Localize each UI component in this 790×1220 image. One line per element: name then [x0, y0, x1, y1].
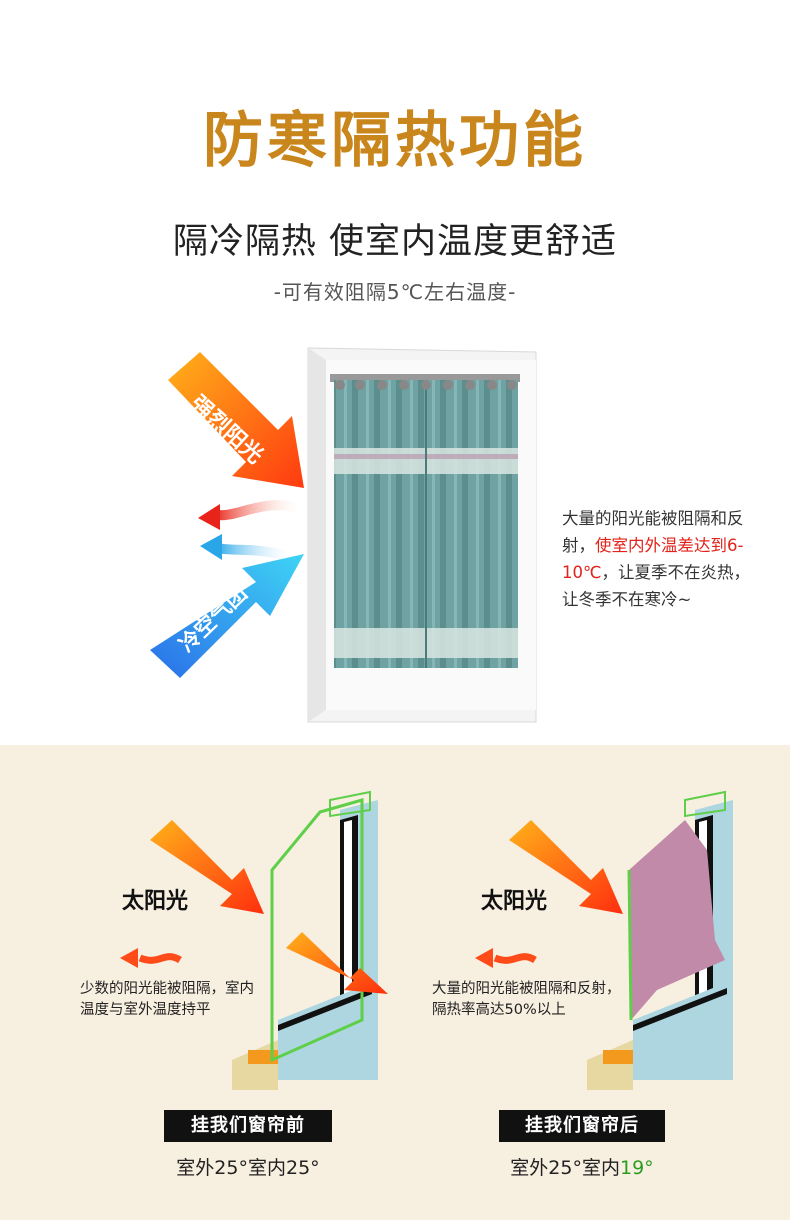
before-temperature: 室外25°室内25° — [176, 1157, 320, 1179]
before-window-illustration — [120, 790, 388, 1090]
pink-curtain — [629, 820, 725, 1020]
temp-difference-highlight: 使室内外温差达到6-10℃ — [562, 536, 744, 582]
before-tag: 挂我们窗帘前 — [164, 1110, 332, 1142]
after-temperature: 室外25°室内19° — [510, 1157, 654, 1179]
after-tag: 挂我们窗帘后 — [499, 1110, 665, 1142]
page-note: -可有效阻隔5℃左右温度- — [273, 280, 517, 304]
curtain-rings — [335, 380, 517, 390]
before-description: 少数的阳光能被阻隔，室内温度与室外温度持平 — [80, 981, 254, 1018]
insulation-description: 大量的阳光能被阻隔和反射，使室内外温差达到6-10℃，让夏季不在炎热，让冬季不在… — [562, 509, 751, 609]
before-sun-label: 太阳光 — [122, 889, 189, 914]
cold-air-arrow: 冷空气团 — [150, 554, 304, 678]
curtain-rod — [330, 374, 520, 382]
reflected-heat-arrow — [198, 500, 302, 530]
window-curtain-illustration: 强烈阳光 冷空气团 — [150, 347, 537, 723]
page-subtitle: 隔冷隔热 使室内温度更舒适 — [172, 222, 618, 262]
after-sun-label: 太阳光 — [481, 889, 548, 914]
reflected-cold-arrow — [200, 534, 294, 563]
strong-sunlight-arrow: 强烈阳光 — [168, 352, 304, 488]
after-indoor-temp: 19° — [620, 1157, 654, 1179]
after-window-illustration — [475, 790, 733, 1090]
page-title: 防寒隔热功能 — [203, 106, 587, 176]
after-description: 大量的阳光能被阻隔和反射，隔热率高达50%以上 — [432, 981, 621, 1018]
teal-curtain — [334, 380, 518, 668]
cold-air-label: 冷空气团 — [175, 581, 252, 657]
